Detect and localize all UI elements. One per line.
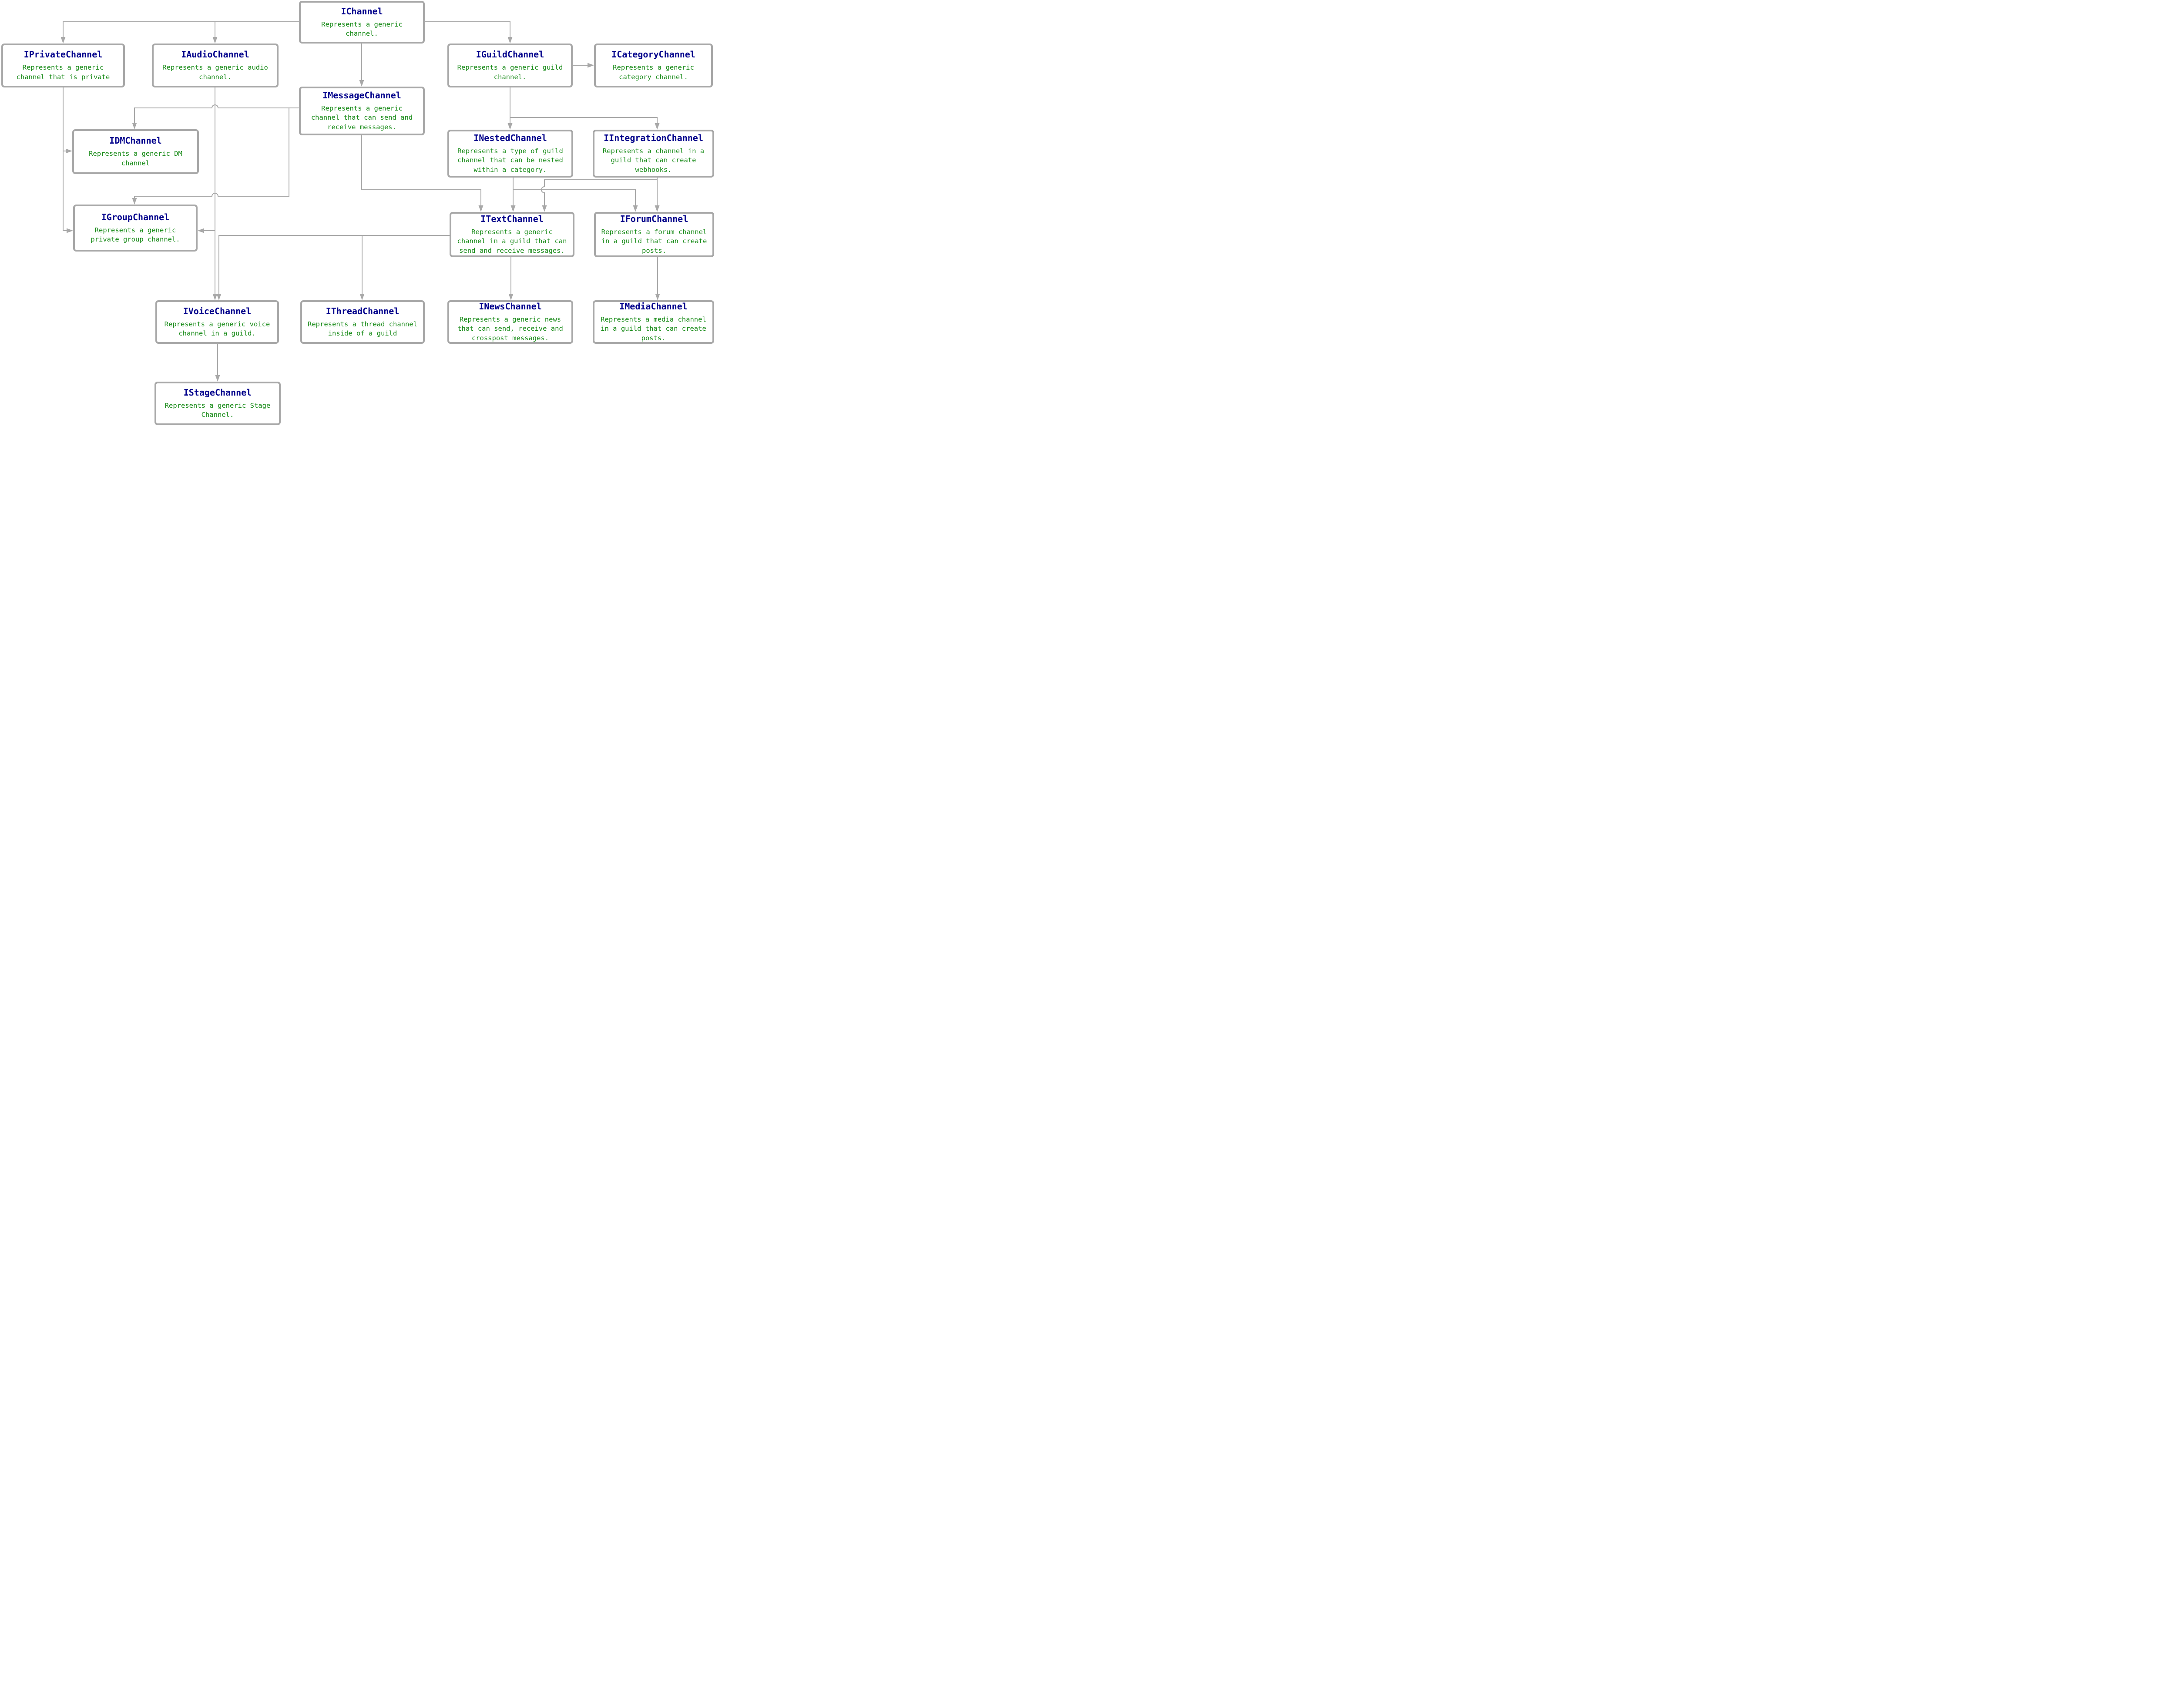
edge-iintegrationchannel-itextchannel [541, 178, 658, 212]
edges-layer [60, 21, 660, 382]
node-iaudiochannel: IAudioChannel Represents a generic audio… [152, 44, 279, 87]
node-title: ITextChannel [480, 213, 544, 224]
node-title: INewsChannel [479, 301, 542, 312]
node-inestedchannel: INestedChannel Represents a type of guil… [447, 130, 573, 178]
node-description: Represents a generic guild channel. [457, 64, 563, 81]
edge-itextchannel-inewschannel [508, 257, 514, 300]
node-imessagechannel: IMessageChannel Represents a generic cha… [299, 87, 425, 135]
edge-imessagechannel-idmchannel [132, 104, 299, 129]
edge-itextchannel-ivoicechannel [216, 235, 450, 300]
node-itextchannel: ITextChannel Represents a generic channe… [450, 212, 574, 257]
node-ichannel: IChannel Represents a generic channel. [299, 1, 425, 44]
node-description: Represents a generic Stage Channel. [165, 401, 271, 419]
edge-imessagechannel-itextchannel [361, 135, 484, 212]
edge-iguildchannel-iintegrationchannel [510, 87, 660, 130]
node-description: Represents a generic category channel. [613, 64, 694, 81]
node-description: Represents a generic voice channel in a … [164, 320, 270, 337]
node-description: Represents a channel in a guild that can… [602, 147, 705, 174]
node-iprivatechannel: IPrivateChannel Represents a generic cha… [1, 44, 125, 87]
edge-iprivatechannel-idmchannel [63, 87, 72, 154]
node-description: Represents a generic private group chann… [91, 226, 180, 243]
node-title: IMessageChannel [322, 90, 401, 101]
node-inewschannel: INewsChannel Represents a generic news t… [447, 300, 573, 344]
node-icategorychannel: ICategoryChannel Represents a generic ca… [594, 44, 713, 87]
node-description: Represents a generic audio channel. [162, 64, 268, 81]
node-iintegrationchannel: IIntegrationChannel Represents a channel… [593, 130, 714, 178]
node-description: Represents a generic channel. [321, 20, 403, 37]
node-description: Represents a media channel in a guild th… [601, 315, 706, 342]
node-description: Represents a type of guild channel that … [457, 147, 563, 174]
interface-hierarchy-diagram: IChannel Represents a generic channel. I… [0, 0, 718, 429]
edge-iguildchannel-icategorychannel [573, 63, 594, 68]
node-idmchannel: IDMChannel Represents a generic DM chann… [72, 129, 199, 174]
node-title: INestedChannel [473, 132, 547, 143]
node-imediachannel: IMediaChannel Represents a media channel… [593, 300, 714, 344]
edge-ichannel-iaudiochannel [212, 21, 299, 44]
node-ithreadchannel: IThreadChannel Represents a thread chann… [300, 300, 425, 344]
node-description: Represents a generic channel that can se… [311, 104, 413, 131]
node-title: IForumChannel [620, 213, 688, 224]
node-description: Represents a generic DM channel [89, 150, 182, 167]
edge-iintegrationchannel-iforumchannel [655, 178, 660, 212]
node-ivoicechannel: IVoiceChannel Represents a generic voice… [155, 300, 279, 344]
node-title: IIntegrationChannel [604, 132, 703, 143]
edge-ichannel-imessagechannel [359, 44, 364, 87]
node-title: IAudioChannel [181, 49, 249, 60]
edge-itextchannel-ithreadchannel [359, 235, 450, 300]
node-description: Represents a thread channel inside of a … [308, 320, 417, 337]
node-title: IGroupChannel [101, 211, 170, 222]
node-istagechannel: IStageChannel Represents a generic Stage… [154, 382, 281, 425]
edge-iforumchannel-imediachannel [655, 257, 660, 300]
node-description: Represents a generic channel that is pri… [16, 64, 110, 81]
node-description: Represents a generic channel in a guild … [457, 228, 567, 255]
node-title: ICategoryChannel [611, 49, 695, 60]
edge-ichannel-iprivatechannel [60, 21, 299, 44]
edge-ichannel-iguildchannel [425, 21, 513, 44]
edge-inestedchannel-iforumchannel [513, 178, 638, 212]
edge-ivoicechannel-istagechannel [215, 344, 220, 382]
edge-imessagechannel-igroupchannel [132, 107, 299, 205]
node-description: Represents a forum channel in a guild th… [601, 228, 707, 255]
node-title: IVoiceChannel [183, 305, 252, 316]
edge-iaudiochannel-ivoicechannel [212, 87, 218, 300]
node-iforumchannel: IForumChannel Represents a forum channel… [594, 212, 714, 257]
node-title: IDMChannel [109, 135, 162, 146]
node-title: IMediaChannel [619, 301, 688, 312]
node-title: IStageChannel [183, 387, 252, 398]
node-title: IGuildChannel [476, 49, 544, 60]
node-title: IPrivateChannel [24, 49, 103, 60]
node-igroupchannel: IGroupChannel Represents a generic priva… [73, 205, 198, 252]
edge-iaudiochannel-igroupchannel [198, 228, 215, 233]
node-description: Represents a generic news that can send,… [457, 315, 563, 342]
node-title: IThreadChannel [326, 305, 400, 316]
node-title: IChannel [341, 6, 383, 17]
edge-iprivatechannel-igroupchannel [63, 87, 73, 233]
node-iguildchannel: IGuildChannel Represents a generic guild… [447, 44, 573, 87]
